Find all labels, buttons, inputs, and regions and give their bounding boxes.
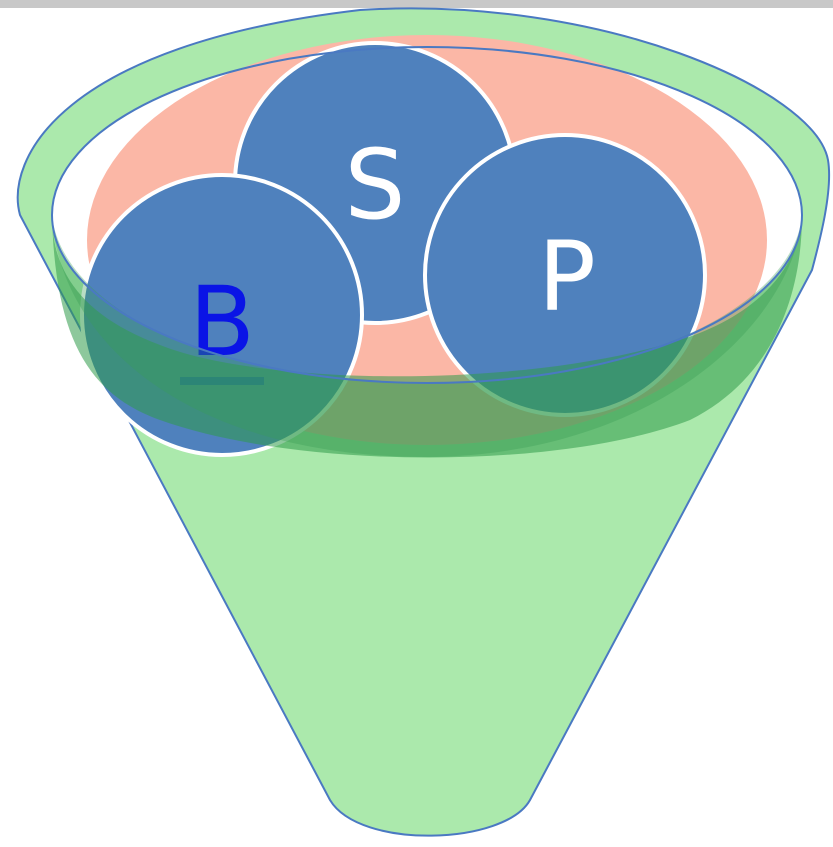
circle-p: P	[423, 133, 707, 417]
circle-s-label: S	[345, 129, 406, 241]
funnel-rim-outline	[51, 46, 803, 384]
funnel-front-band	[52, 215, 802, 457]
top-border	[0, 0, 833, 8]
circle-p-label: P	[538, 221, 596, 333]
funnel-front-overlay	[52, 215, 802, 458]
